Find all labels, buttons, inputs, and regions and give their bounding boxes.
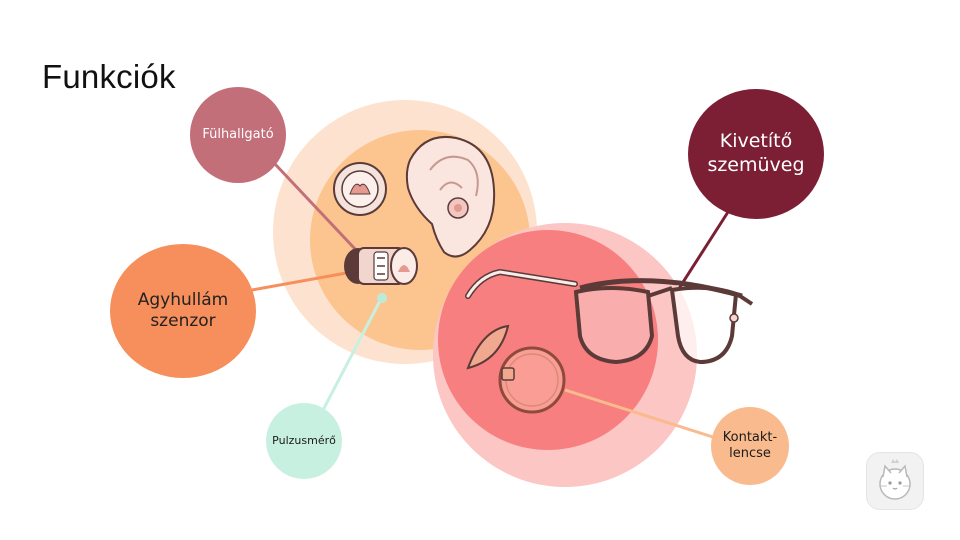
fulhallgato-bubble[interactable]: Fülhallgató — [190, 87, 286, 183]
kontaktlencse-label-line2: lencse — [723, 446, 777, 462]
headband-sensor-icon — [344, 248, 417, 284]
pulzusmero-dot — [377, 293, 387, 303]
cat-logo-icon — [866, 452, 924, 510]
fulhallgato-label: Fülhallgató — [202, 127, 273, 143]
kivetito-label-line1: Kivetítő — [707, 130, 804, 154]
pulzusmero-bubble[interactable]: Pulzusmérő — [266, 403, 342, 479]
kontaktlencse-bubble[interactable]: Kontakt- lencse — [711, 407, 789, 485]
kontaktlencse-label-line1: Kontakt- — [723, 430, 777, 446]
agyhullam-szenzor-bubble[interactable]: Agyhullám szenzor — [110, 244, 256, 378]
kivetito-connector — [678, 212, 728, 290]
agyhullam-label-line2: szenzor — [138, 311, 228, 332]
agyhullam-label-line1: Agyhullám — [138, 290, 228, 311]
kivetito-label-line2: szemüveg — [707, 154, 804, 178]
kivetito-szemuveg-bubble[interactable]: Kivetítő szemüveg — [688, 89, 824, 219]
earbud-icon — [334, 163, 386, 215]
pulzusmero-label: Pulzusmérő — [272, 434, 336, 448]
